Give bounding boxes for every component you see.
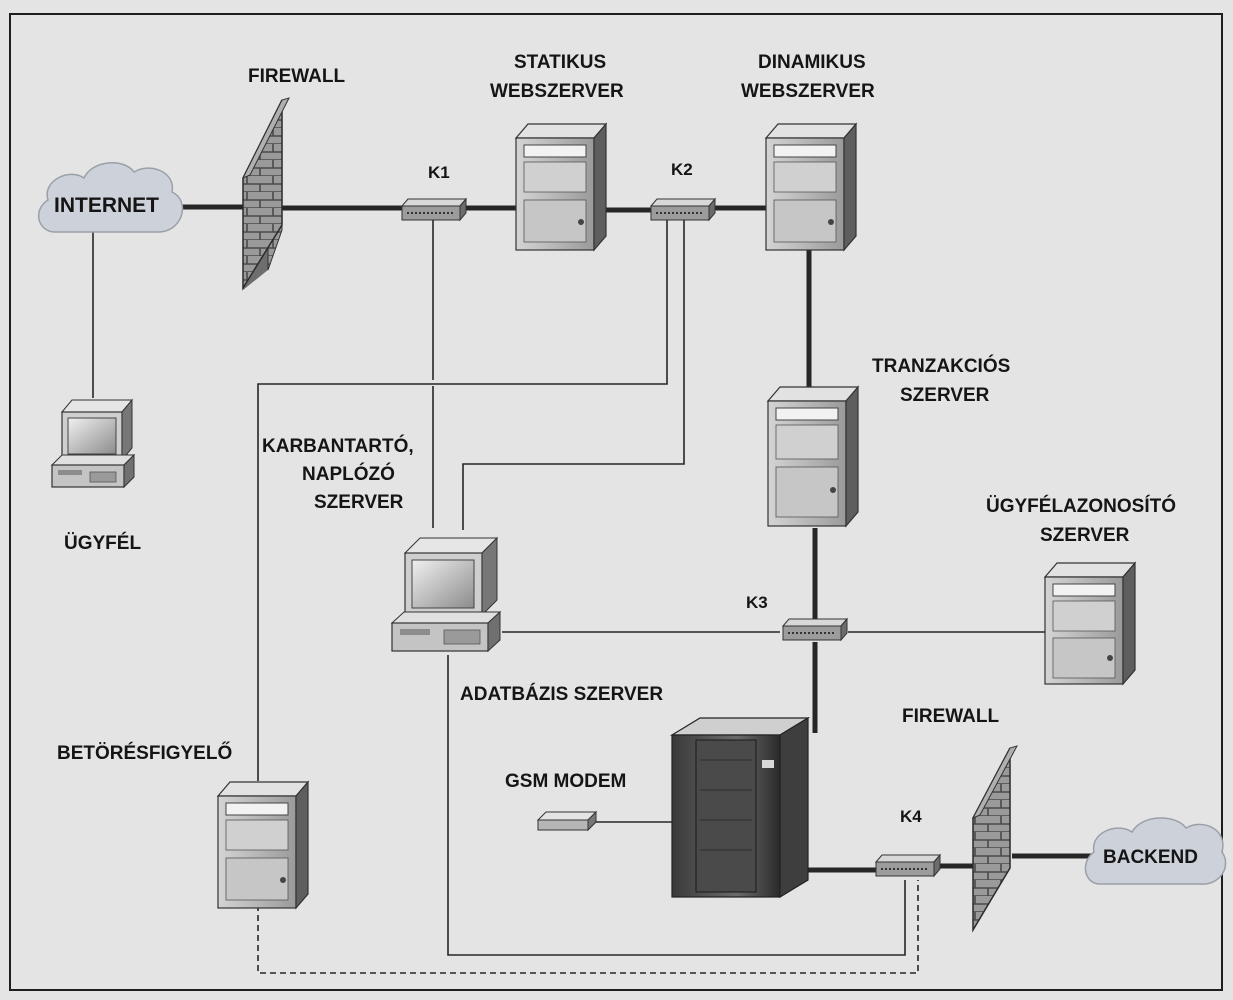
ids-label: BETÖRÉSFIGYELŐ	[57, 742, 232, 764]
maintenance-pc-icon	[390, 536, 502, 653]
transaction-server-icon	[766, 385, 860, 528]
client-pc-icon	[50, 398, 136, 489]
k2-label: K2	[671, 160, 693, 179]
firewall-bottom-icon	[971, 745, 1018, 933]
link-k2-ids-bus	[257, 216, 668, 781]
dynamic-webserver-label-2: WEBSZERVER	[741, 81, 875, 102]
switch-k2-icon	[649, 197, 717, 222]
switch-k3-icon	[781, 617, 849, 642]
maint-label-3: SZERVER	[314, 492, 404, 513]
link-k2-maint	[462, 216, 685, 530]
k1-label: K1	[428, 163, 450, 182]
auth-label-2: SZERVER	[1040, 525, 1130, 546]
firewall-top-label: FIREWALL	[248, 66, 345, 87]
switch-k1-icon	[400, 197, 468, 222]
firewall-bottom-label: FIREWALL	[902, 706, 999, 727]
link-ids-k4-dashed	[257, 880, 919, 974]
trans-label-2: SZERVER	[900, 385, 990, 406]
gsm-label: GSM MODEM	[505, 771, 626, 792]
k4-label: K4	[900, 807, 922, 826]
backend-cloud	[1084, 817, 1227, 885]
trans-label-1: TRANZAKCIÓS	[872, 355, 1010, 377]
static-webserver-label-2: WEBSZERVER	[490, 81, 624, 102]
diagram-frame	[9, 13, 1223, 991]
maint-label-1: KARBANTARTÓ,	[262, 435, 414, 457]
labels: INTERNET FIREWALL K1 STATIKUS WEBSZERVER…	[54, 52, 1198, 868]
backend-label: BACKEND	[1103, 847, 1198, 868]
dynamic-webserver-label-1: DINAMIKUS	[758, 52, 866, 73]
maint-label-2: NAPLÓZÓ	[302, 463, 395, 485]
db-label: ADATBÁZIS SZERVER	[460, 683, 663, 705]
connections	[92, 204, 1103, 974]
client-label: ÜGYFÉL	[64, 532, 141, 554]
internet-cloud	[37, 162, 184, 233]
link-maint-k4	[447, 655, 906, 956]
auth-label-1: ÜGYFÉLAZONOSÍTÓ	[986, 495, 1176, 517]
k3-label: K3	[746, 593, 768, 612]
static-webserver-label-1: STATIKUS	[514, 52, 606, 73]
dynamic-webserver-icon	[764, 122, 858, 252]
static-webserver-icon	[514, 122, 608, 252]
database-server-icon	[669, 716, 811, 899]
firewall-top-icon	[241, 97, 290, 291]
switch-k4-icon	[874, 853, 942, 878]
auth-server-icon	[1043, 561, 1137, 686]
gsm-modem-icon	[536, 810, 598, 832]
internet-label: INTERNET	[54, 194, 159, 217]
ids-server-icon	[216, 780, 310, 910]
